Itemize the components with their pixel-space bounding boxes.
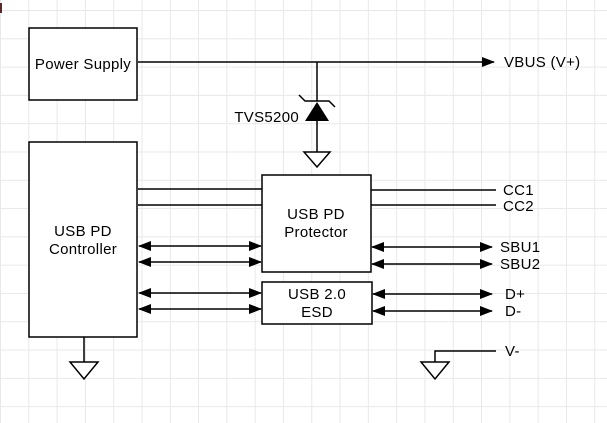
ground-open-arrow-icon (68, 361, 100, 381)
vminus-wire (434, 350, 496, 362)
usb2-esd-label-line2: ESD (301, 304, 333, 321)
power-supply-box[interactable] (28, 27, 138, 101)
usb-pd-controller-label-line2: Controller (49, 241, 117, 258)
usb2-esd-label-line1: USB 2.0 (288, 286, 346, 303)
usb-pd-controller-box[interactable] (28, 141, 138, 338)
zener-triangle-icon (305, 102, 329, 121)
power-supply-label: Power Supply (35, 56, 131, 73)
node-power-supply[interactable]: Power Supply (28, 27, 138, 101)
vminus-ground[interactable] (419, 350, 496, 381)
down-open-arrow-icon (302, 151, 332, 169)
zener-cathode-bar-icon (298, 94, 336, 108)
node-usb2-esd[interactable]: USB 2.0 ESD (261, 281, 373, 325)
port-label-vminus: V- (505, 343, 520, 360)
vminus-open-arrow-icon (419, 361, 451, 381)
node-usb-pd-protector[interactable]: USB PD Protector (261, 174, 372, 273)
port-label-cc1: CC1 (503, 182, 534, 199)
port-label-cc2: CC2 (503, 198, 534, 215)
port-label-dminus: D- (505, 303, 521, 320)
usb-pd-controller-label-line1: USB PD (54, 223, 112, 240)
usb2-esd-box[interactable] (261, 281, 373, 325)
port-label-sbu1: SBU1 (500, 239, 540, 256)
port-label-vbus: VBUS (V+) (504, 54, 580, 71)
tvs-diode-branch[interactable] (298, 62, 336, 169)
port-label-sbu2: SBU2 (500, 256, 540, 273)
usb-pd-protector-box[interactable] (261, 174, 372, 273)
usb-pd-protector-label-line2: Protector (284, 224, 348, 241)
controller-ground[interactable] (68, 337, 100, 381)
usb-pd-protector-label-line1: USB PD (287, 206, 345, 223)
port-label-dplus: D+ (505, 286, 525, 303)
node-usb-pd-controller[interactable]: USB PD Controller (28, 141, 138, 338)
tvs-diode-label: TVS5200 (234, 109, 299, 126)
screen-edge-artifact (0, 3, 2, 13)
